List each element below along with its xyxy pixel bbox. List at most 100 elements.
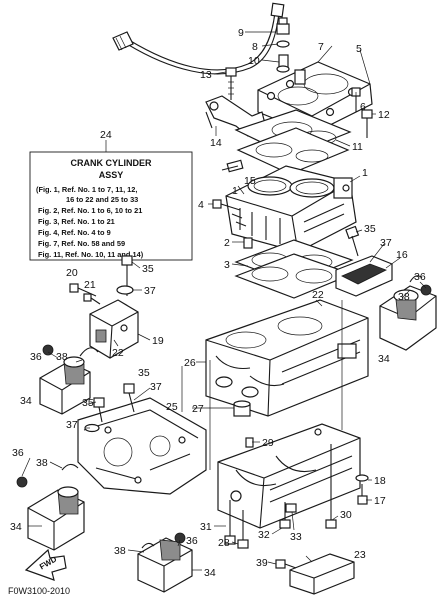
callout-label: 34	[20, 395, 32, 407]
washer-18	[355, 474, 369, 482]
callout-label: 37	[380, 237, 392, 249]
callout-label: 24	[100, 129, 112, 141]
callout-label: 17	[374, 495, 386, 507]
washer-37-left-low	[84, 423, 100, 433]
pin-2	[243, 237, 253, 249]
bolt-20	[69, 283, 97, 297]
bolt-35-upper-right	[345, 225, 360, 257]
callout-label: 22	[312, 289, 324, 301]
legend-line: Fig. 2, Ref. No. 1 to 6, 10 to 21	[38, 206, 142, 215]
engine-mount-bottom	[137, 532, 193, 593]
callout-label: 38	[56, 351, 68, 363]
washer-37-left-upper	[116, 285, 134, 295]
callout-label: 30	[340, 509, 352, 521]
callout-label: 38	[114, 545, 126, 557]
pin-29	[245, 437, 254, 448]
bolt-30	[325, 444, 337, 529]
callout-label: 35	[138, 367, 150, 379]
callout-label: 34	[378, 353, 390, 365]
washer-8	[276, 40, 290, 48]
callout-label: 35	[142, 263, 154, 275]
reed-plate-16	[335, 255, 393, 297]
callout-label: 28	[218, 537, 230, 549]
callout-label: 27	[192, 403, 204, 415]
callout-label: 36	[30, 351, 42, 363]
legend-title: CRANK CYLINDER	[71, 158, 153, 168]
legend-line: (Fig. 1, Ref. No. 1 to 7, 11, 12,	[36, 185, 137, 194]
bolt-31	[224, 500, 236, 545]
callout-label: 12	[378, 109, 390, 121]
callout-label: 9	[238, 27, 244, 39]
cylinder-gasket-3	[234, 239, 354, 299]
callout-label: 7	[318, 41, 324, 53]
legend-line: Fig. 7, Ref. No. 58 and 59	[38, 239, 125, 248]
callout-label: 4	[198, 199, 204, 211]
callout-label: 37	[144, 285, 156, 297]
callout-label: 36	[414, 271, 426, 283]
legend-line: 16 to 22 and 25 to 33	[66, 195, 138, 204]
leader-lines	[21, 31, 427, 571]
engine-mount-upper-right	[379, 275, 437, 351]
callout-label: 39	[256, 557, 268, 569]
callout-label: 35	[82, 397, 94, 409]
legend-line: Fig. 11, Ref. No. 10, 11 and 14)	[38, 250, 144, 259]
bolt-32	[279, 502, 291, 529]
callout-label: 31	[200, 521, 212, 533]
legend-line: Fig. 3, Ref. No. 1 to 21	[38, 217, 115, 226]
callout-label: 26	[184, 357, 196, 369]
bolt-13	[225, 67, 237, 100]
bolt-21	[83, 293, 101, 305]
callout-label: 35	[364, 223, 376, 235]
bolt-39	[275, 559, 297, 569]
callout-label: 13	[200, 69, 212, 81]
cylinder-block	[225, 165, 357, 253]
callout-label: 19	[152, 335, 164, 347]
callout-label: 11	[352, 141, 363, 153]
callout-label: 36	[186, 535, 198, 547]
legend-box: CRANK CYLINDER ASSY (Fig. 1, Ref. No. 1 …	[29, 140, 193, 261]
callout-label: 14	[210, 137, 222, 149]
callout-label: 33	[290, 531, 302, 543]
bolt-33	[285, 503, 297, 513]
callout-label: 37	[150, 381, 162, 393]
legend-line: Fig. 4, Ref. No. 4 to 9	[38, 228, 111, 237]
cover-23	[289, 553, 355, 595]
callout-label: 20	[66, 267, 78, 279]
callout-label: 15	[244, 175, 256, 187]
legend-subtitle: ASSY	[99, 170, 124, 180]
callout-label: 38	[36, 457, 48, 469]
callout-labels: 9 8 10 7 5 13 6 12 14 11 15 1 1 4 2 35 3…	[10, 27, 426, 579]
callout-label: 18	[374, 475, 386, 487]
sleeve-15	[221, 159, 244, 173]
callout-label: 1	[232, 185, 238, 197]
callout-label: 29	[262, 437, 274, 449]
callout-label: 36	[12, 447, 24, 459]
callout-label: 21	[84, 279, 96, 291]
bolt-35-left-mid	[123, 383, 135, 413]
guide-lines	[181, 300, 343, 470]
hose-line	[112, 2, 285, 75]
callout-label: 22	[112, 347, 124, 359]
fitting-9	[276, 17, 290, 35]
head-gasket-11	[234, 109, 352, 175]
callout-label: 34	[204, 567, 216, 579]
callout-label: 10	[248, 55, 260, 67]
callout-label: 5	[356, 43, 362, 55]
callout-label: 6	[360, 101, 366, 113]
callout-label: 1	[362, 167, 368, 179]
figure-code: F0W3100-2010	[8, 586, 70, 596]
crankcase-upper	[205, 299, 369, 417]
callout-label: 32	[258, 529, 270, 541]
crankcase-side-cover	[77, 397, 207, 495]
engine-mount-left-upper	[39, 344, 99, 415]
callout-label: 3	[224, 259, 230, 271]
callout-label: 16	[396, 249, 408, 261]
callout-label: 25	[166, 401, 178, 413]
sleeve-27	[233, 400, 251, 417]
callout-label: 37	[66, 419, 78, 431]
crankcase-lower	[217, 423, 361, 529]
callout-label: 23	[354, 549, 366, 561]
fitting-10	[276, 54, 290, 73]
